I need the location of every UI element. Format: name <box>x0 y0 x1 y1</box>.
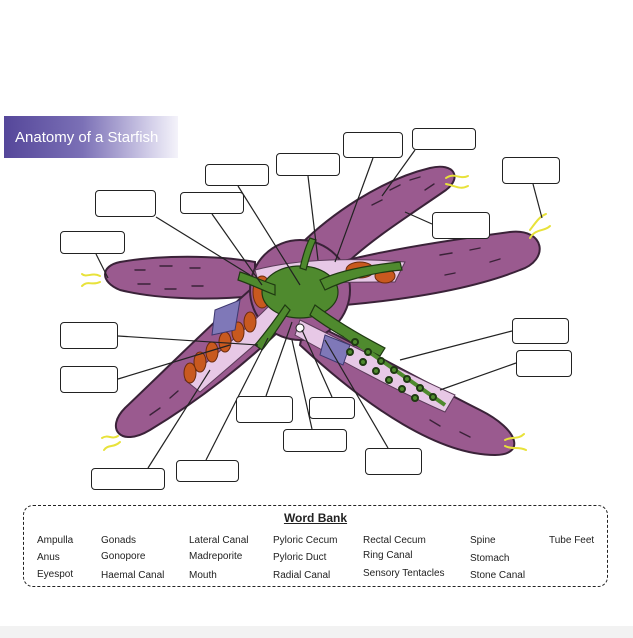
answer-box-5[interactable] <box>502 157 560 184</box>
word-bank-term: Ampulla <box>37 535 74 546</box>
answer-box-6[interactable] <box>95 190 156 217</box>
ampullae <box>211 299 351 366</box>
word-bank-term: Stone Canal <box>470 570 526 581</box>
word-bank-term: Spine <box>470 535 496 546</box>
word-bank-term: Sensory Tentacles <box>363 568 445 579</box>
answer-box-13[interactable] <box>60 366 118 393</box>
answer-box-19[interactable] <box>91 468 165 490</box>
answer-box-2[interactable] <box>343 132 403 158</box>
word-bank-term: Lateral Canal <box>189 535 249 546</box>
word-bank-term: Eyespot <box>37 569 74 580</box>
skin-texture <box>134 176 501 438</box>
word-bank-term: Anus <box>37 552 60 563</box>
word-bank-title: Word Bank <box>283 511 348 525</box>
word-bank-term: Haemal Canal <box>101 570 165 581</box>
answer-box-8[interactable] <box>432 212 490 239</box>
answer-box-3[interactable] <box>276 153 340 176</box>
arm-right <box>338 230 541 307</box>
word-bank-term: Gonads <box>101 535 137 546</box>
word-bank-term: Stomach <box>470 553 510 564</box>
answer-box-14[interactable] <box>236 396 293 423</box>
word-bank-term: Pyloric Cecum <box>273 535 338 546</box>
answer-box-16[interactable] <box>283 429 347 452</box>
leader-lines <box>95 149 543 469</box>
sensory-tentacles <box>81 174 551 451</box>
answer-box-18[interactable] <box>176 460 239 482</box>
word-bank-term: Tube Feet <box>549 535 595 546</box>
answer-box-10[interactable] <box>512 318 569 344</box>
diagram-title: Anatomy of a Starfish <box>4 116 178 158</box>
answer-box-4[interactable] <box>205 164 269 186</box>
answer-box-12[interactable] <box>516 350 572 377</box>
page-footer-strip <box>0 626 633 638</box>
word-bank-term: Radial Canal <box>273 570 331 581</box>
word-bank-term: Madreporite <box>189 551 243 562</box>
arm-left <box>104 255 256 300</box>
digestive-system <box>237 237 403 357</box>
word-bank-term: Rectal Cecum <box>363 535 426 546</box>
answer-box-11[interactable] <box>60 322 118 349</box>
arm-top <box>298 165 456 267</box>
answer-box-15[interactable] <box>309 397 355 419</box>
answer-box-17[interactable] <box>365 448 422 475</box>
answer-box-9[interactable] <box>60 231 125 254</box>
word-bank-term: Pyloric Duct <box>273 552 327 563</box>
word-bank-term: Gonopore <box>101 551 146 562</box>
word-bank-term: Ring Canal <box>363 550 413 561</box>
word-bank: Word Bank Ampulla Anus Eyespot Gonads Go… <box>23 505 608 587</box>
word-bank-term: Mouth <box>189 570 217 581</box>
answer-box-1[interactable] <box>412 128 476 150</box>
answer-box-7[interactable] <box>180 192 244 214</box>
tube-feet <box>343 333 447 407</box>
